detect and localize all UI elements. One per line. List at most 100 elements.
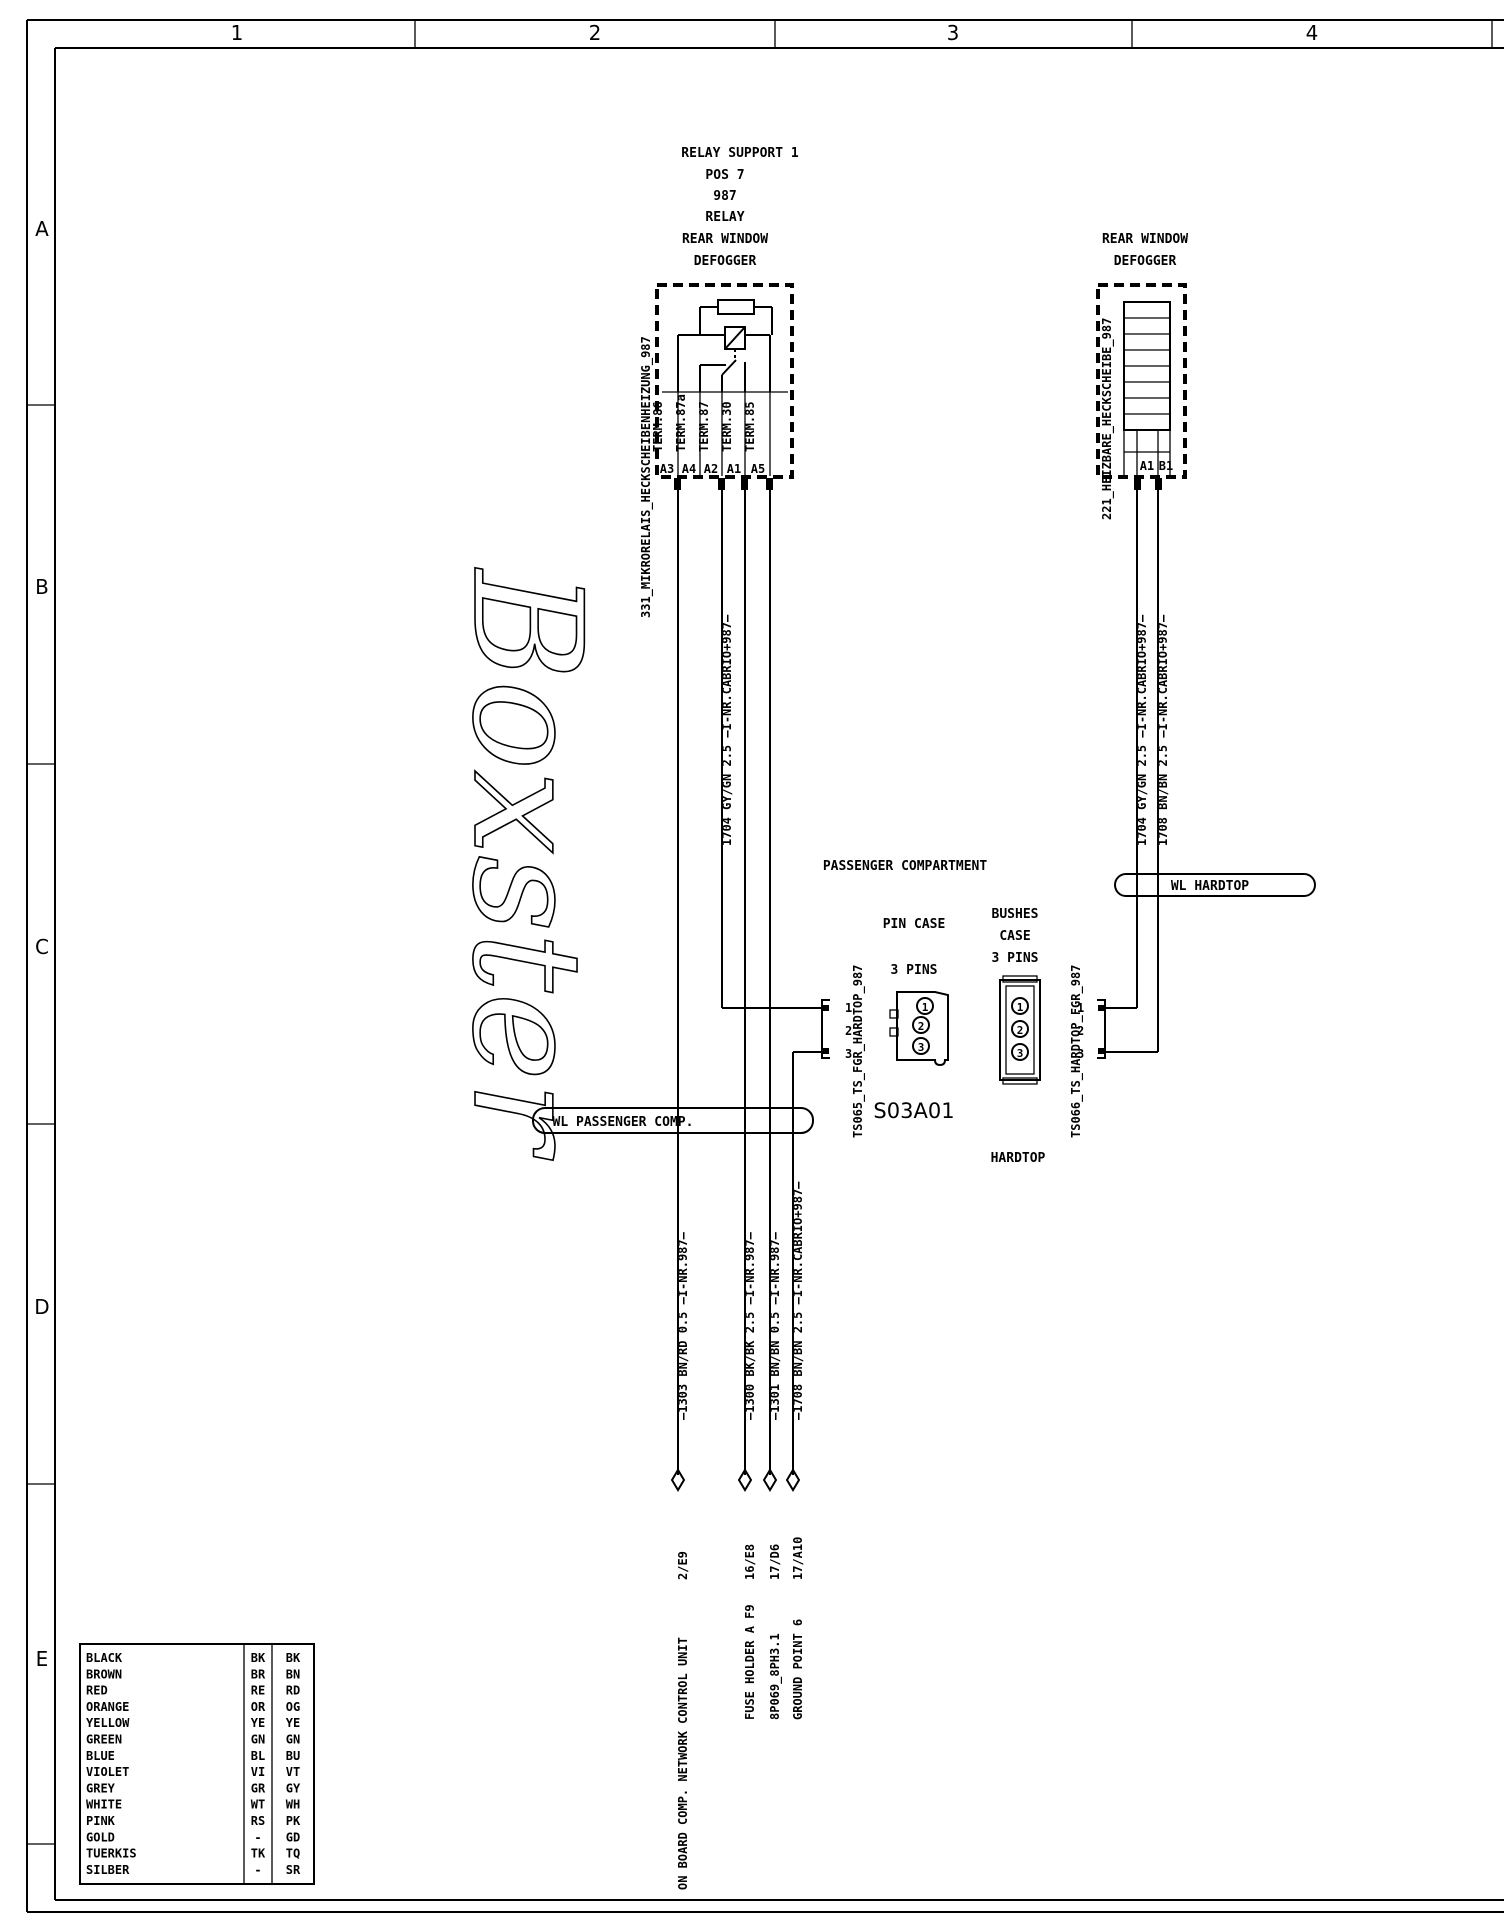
pin-case-pin-3: 3: [845, 1047, 852, 1061]
legend-abbr-de: GN: [251, 1733, 265, 1747]
pin-case-pin-1: 1: [845, 1001, 852, 1015]
bushes-case-pin-1: 1: [1077, 1001, 1084, 1015]
relay-pin-a1: A1: [727, 462, 741, 476]
legend-abbr-en: YE: [286, 1716, 300, 1730]
grid-col-3: 3: [947, 21, 960, 45]
lower-ref-2: 16/E8: [743, 1544, 757, 1580]
pin-case-plug-number-2: 2: [918, 1020, 925, 1033]
lower-ref-4: 17/A10: [791, 1537, 805, 1580]
legend-abbr-de: -: [254, 1830, 261, 1844]
legend-abbr-de: GR: [251, 1781, 266, 1795]
relay-component-id: 331_MIKRORELAIS_HECKSCHEIBENHEIZUNG_987: [639, 336, 654, 618]
wl-passenger-label: WL PASSENGER COMP.: [553, 1115, 694, 1130]
pin-case-code: S03A01: [873, 1099, 954, 1123]
legend-color-name: BLUE: [86, 1749, 115, 1763]
bushes-case-hardtop-label: HARDTOP: [991, 1151, 1046, 1166]
lower-wire-terminals: [670, 1468, 801, 1492]
pin-case-plug-number-1: 1: [922, 1001, 929, 1014]
legend-abbr-en: BU: [286, 1749, 300, 1763]
bushes-case-title-3: 3 PINS: [992, 951, 1039, 966]
relay-title-4: RELAY: [705, 210, 744, 225]
bushes-case-socket-icon: 1 2 3: [999, 975, 1041, 1085]
bushes-socket-number-1: 1: [1017, 1001, 1024, 1014]
legend-abbr-en: RD: [286, 1684, 300, 1698]
legend-color-name: TUERKIS: [86, 1847, 137, 1861]
wl-hardtop-label: WL HARDTOP: [1171, 879, 1249, 894]
legend-abbr-de: BR: [251, 1667, 266, 1681]
legend-color-name: PINK: [86, 1814, 116, 1828]
pin-case-title: PIN CASE: [883, 917, 946, 932]
legend-abbr-en: TQ: [286, 1847, 300, 1861]
pin-case-connector-id: TS065_TS_FGR_HARDTOP_987: [851, 965, 866, 1138]
legend-abbr-de: BL: [251, 1749, 265, 1763]
legend-abbr-de: YE: [251, 1716, 265, 1730]
bushes-case-title-1: BUSHES: [992, 907, 1039, 922]
legend-abbr-en: WH: [286, 1798, 300, 1812]
pin-case-plug-number-3: 3: [918, 1041, 925, 1054]
wires: [677, 490, 1159, 1475]
legend-abbr-en: BN: [286, 1667, 300, 1681]
relay-pin-terminals: [674, 478, 773, 490]
grid-col-4: 4: [1306, 21, 1319, 45]
grid-row-b: B: [35, 575, 49, 599]
relay-pin-a5: A5: [751, 462, 765, 476]
pin-case-pins-label: 3 PINS: [891, 963, 938, 978]
relay-title-5: REAR WINDOW: [682, 232, 768, 247]
wire-label-defogger-a1: 1704 GY/GN 2.5 —I-NR.CABRIO+987—: [1135, 614, 1149, 846]
passenger-compartment-label: PASSENGER COMPARTMENT: [823, 859, 988, 874]
relay-term-30: TERM.30: [720, 401, 734, 452]
lower-dest-4: GROUND POINT 6: [791, 1619, 805, 1720]
relay-title-3: 987: [713, 189, 736, 204]
lower-wire-label-1: —1303 BN/RD 0.5 —I-NR.987—: [676, 1231, 690, 1420]
bushes-case-pin-2: 2: [1077, 1024, 1084, 1038]
legend-abbr-de: VI: [251, 1765, 265, 1779]
bushes-case-title-2: CASE: [999, 929, 1030, 944]
legend-color-name: GOLD: [86, 1830, 115, 1844]
legend-color-name: GREY: [86, 1781, 116, 1795]
lower-dest-2: FUSE HOLDER A F9: [743, 1604, 757, 1720]
relay-title-6: DEFOGGER: [694, 254, 757, 269]
bushes-case-connector-id: TS066_TS_HARDTOP_FGR_987: [1069, 965, 1084, 1138]
lower-ref-1: 2/E9: [676, 1551, 690, 1580]
legend-abbr-de: BK: [251, 1651, 266, 1665]
grid-col-1: 1: [231, 21, 244, 45]
wl-hardtop-bundle: [1114, 873, 1316, 897]
bushes-case-pin-3: 3: [1077, 1047, 1084, 1061]
wire-label-defogger-b1: 1708 BN/BN 2.5 —I-NR.CABRIO+987—: [1156, 614, 1170, 846]
lower-wire-label-3: —1301 BN/BN 0.5 —I-NR.987—: [768, 1231, 782, 1420]
defogger-symbol: [1096, 283, 1187, 490]
relay-pin-a3: A3: [660, 462, 674, 476]
lower-wire-label-4: —1708 BN/BN 2.5 —I-NR.CABRIO+987—: [791, 1181, 805, 1420]
grid-row-e: E: [36, 1647, 49, 1671]
bushes-socket-number-2: 2: [1017, 1024, 1024, 1037]
legend-color-name: BLACK: [86, 1651, 123, 1665]
legend-abbr-de: WT: [251, 1798, 265, 1812]
legend-color-name: VIOLET: [86, 1765, 129, 1779]
lower-wire-label-2: —1300 BK/BK 2.5 —I-NR.987—: [743, 1231, 757, 1420]
lower-ref-3: 17/D6: [768, 1544, 782, 1580]
drawing-frame: [26, 19, 1504, 1913]
pin-case-pin-2: 2: [845, 1024, 852, 1038]
legend-color-name: RED: [86, 1684, 108, 1698]
relay-symbol: [655, 283, 794, 479]
legend-color-name: BROWN: [86, 1667, 122, 1681]
legend-color-name: YELLOW: [86, 1716, 130, 1730]
legend-abbr-de: -: [254, 1863, 261, 1877]
legend-abbr-en: BK: [286, 1651, 301, 1665]
lower-dest-1: ON BOARD COMP. NETWORK CONTROL UNIT: [676, 1637, 690, 1890]
relay-title-2: POS 7: [705, 168, 744, 183]
legend-abbr-en: OG: [286, 1700, 300, 1714]
legend-abbr-en: PK: [286, 1814, 301, 1828]
legend-abbr-en: VT: [286, 1765, 300, 1779]
legend-color-name: GREEN: [86, 1733, 122, 1747]
wl-passenger-bundle: [532, 1107, 814, 1134]
relay-pin-a4: A4: [682, 462, 696, 476]
color-legend: [79, 1643, 315, 1885]
legend-color-name: SILBER: [86, 1863, 130, 1877]
bushes-case-connector: [1097, 999, 1106, 1059]
defogger-pin-a1: A1: [1140, 459, 1154, 473]
defogger-title-2: DEFOGGER: [1114, 254, 1177, 269]
relay-term-87: TERM.87: [697, 401, 711, 452]
grid-row-a: A: [35, 217, 49, 241]
